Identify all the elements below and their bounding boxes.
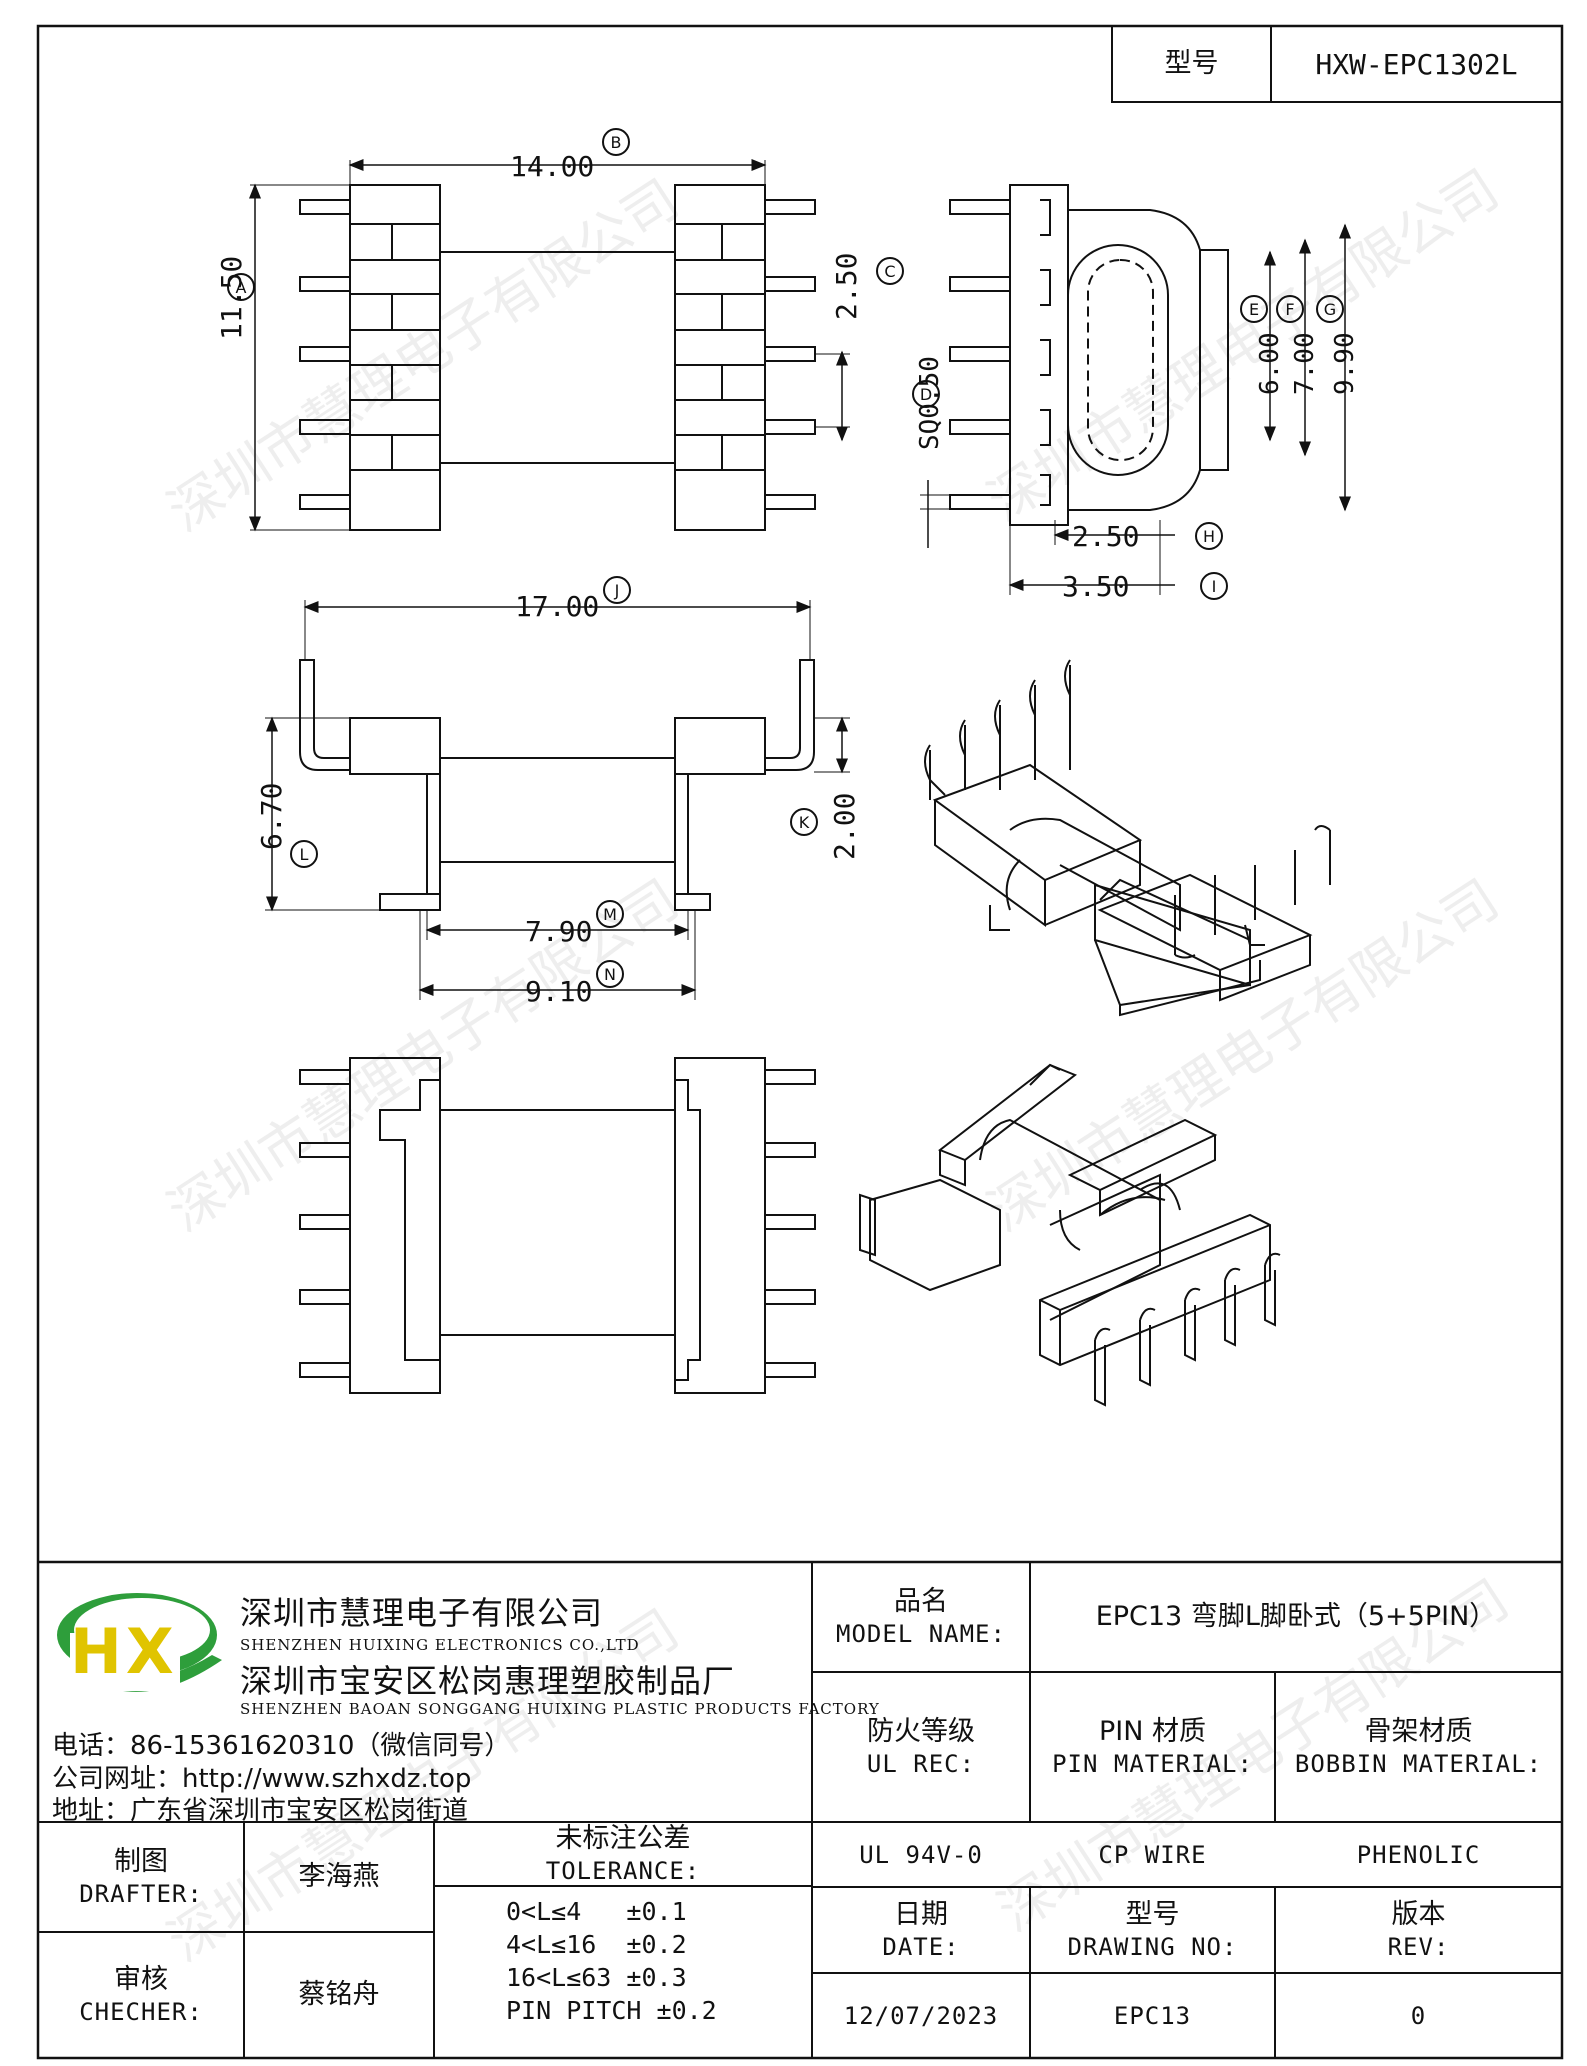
ul-rec-label: 防火等级 UL REC: bbox=[866, 1716, 976, 1778]
company-website: 公司网址：http://www.szhxdz.top bbox=[52, 1764, 472, 1794]
callout-c: C bbox=[876, 257, 904, 285]
company-logo bbox=[57, 1593, 222, 1692]
date-label: 日期 DATE: bbox=[882, 1899, 960, 1961]
dimension-k: 2.00 bbox=[828, 792, 861, 860]
drawing-no-label: 型号 DRAWING NO: bbox=[1067, 1899, 1238, 1961]
model-value: HXW-EPC1302L bbox=[1315, 47, 1518, 81]
dimension-l: 6.70 bbox=[255, 782, 288, 850]
bottom-view bbox=[299, 1057, 816, 1394]
dimension-h: 2.50 bbox=[1072, 520, 1140, 553]
dimension-i: 3.50 bbox=[1062, 570, 1130, 603]
company-name-en-2: SHENZHEN BAOAN SONGGANG HUIXING PLASTIC … bbox=[240, 1700, 880, 1718]
callout-f: F bbox=[1276, 295, 1304, 323]
callout-b: B bbox=[602, 128, 630, 156]
dimension-c: 2.50 bbox=[830, 252, 863, 320]
dimension-j: 17.00 bbox=[515, 590, 600, 623]
callout-g: G bbox=[1316, 295, 1344, 323]
tolerance-table: 0<L≤4 ±0.1 4<L≤16 ±0.2 16<L≤63 ±0.3 PIN … bbox=[506, 1895, 717, 2027]
isometric-view-2 bbox=[859, 1063, 1281, 1407]
front-view bbox=[249, 159, 960, 548]
ul-rec-value: UL 94V-0 bbox=[859, 1840, 983, 1869]
rev-value: 0 bbox=[1410, 2001, 1427, 2030]
drawing-no-value: EPC13 bbox=[1113, 2001, 1192, 2030]
callout-a: A bbox=[227, 273, 255, 301]
drafter-label: 制图 DRAFTER: bbox=[79, 1846, 203, 1908]
bobbin-material-label: 骨架材质 BOBBIN MATERIAL: bbox=[1294, 1716, 1543, 1778]
callout-e: E bbox=[1240, 295, 1268, 323]
dimension-n: 9.10 bbox=[525, 975, 593, 1008]
callout-h: H bbox=[1195, 522, 1223, 550]
callout-k: K bbox=[790, 808, 818, 836]
company-name-cn-2: 深圳市宝安区松岗惠理塑胶制品厂 bbox=[240, 1662, 736, 1700]
drafter-name: 李海燕 bbox=[298, 1861, 380, 1893]
callout-j: J bbox=[603, 576, 631, 604]
date-value: 12/07/2023 bbox=[843, 2001, 999, 2030]
tolerance-line: 0<L≤4 ±0.1 bbox=[506, 1897, 687, 1926]
callout-i: I bbox=[1200, 572, 1228, 600]
rev-label: 版本 REV: bbox=[1387, 1899, 1450, 1961]
checker-label: 审核 CHECHER: bbox=[79, 1964, 203, 2026]
dimension-m: 7.90 bbox=[525, 915, 593, 948]
dimension-f: 7.00 bbox=[1290, 332, 1320, 395]
dimension-e: 6.00 bbox=[1255, 332, 1285, 395]
isometric-view-1 bbox=[924, 659, 1331, 1017]
tolerance-line: 16<L≤63 ±0.3 bbox=[506, 1963, 687, 1992]
company-name-cn-1: 深圳市慧理电子有限公司 bbox=[240, 1594, 604, 1632]
company-phone: 电话：86-15361620310（微信同号） bbox=[52, 1731, 511, 1761]
callout-n: N bbox=[596, 960, 624, 988]
company-name-en-1: SHENZHEN HUIXING ELECTRONICS CO.,LTD bbox=[240, 1636, 640, 1654]
tolerance-label: 未标注公差 TOLERANCE: bbox=[545, 1823, 701, 1885]
tolerance-line: PIN PITCH ±0.2 bbox=[506, 1996, 717, 2025]
company-address: 地址：广东省深圳市宝安区松岗街道 bbox=[52, 1796, 469, 1826]
callout-d: D bbox=[912, 380, 940, 408]
model-name-value: EPC13 弯脚L脚卧式（5+5PIN） bbox=[1095, 1601, 1497, 1633]
bobbin-material-value: PHENOLIC bbox=[1356, 1840, 1481, 1869]
dimension-g: 9.90 bbox=[1330, 332, 1360, 395]
tolerance-line: 4<L≤16 ±0.2 bbox=[506, 1930, 687, 1959]
pin-material-value: CP WIRE bbox=[1098, 1840, 1207, 1869]
pin-material-label: PIN 材质 PIN MATERIAL: bbox=[1052, 1716, 1253, 1778]
model-label: 型号 bbox=[1164, 48, 1219, 80]
callout-m: M bbox=[596, 900, 624, 928]
logo-text: HX bbox=[70, 1615, 178, 1688]
dimension-b: 14.00 bbox=[510, 150, 595, 183]
side-view bbox=[949, 184, 1351, 595]
top-view bbox=[265, 600, 850, 1000]
model-name-label: 品名 MODEL NAME: bbox=[836, 1586, 1006, 1648]
callout-l: L bbox=[290, 840, 318, 868]
checker-name: 蔡铭舟 bbox=[298, 1979, 380, 2011]
